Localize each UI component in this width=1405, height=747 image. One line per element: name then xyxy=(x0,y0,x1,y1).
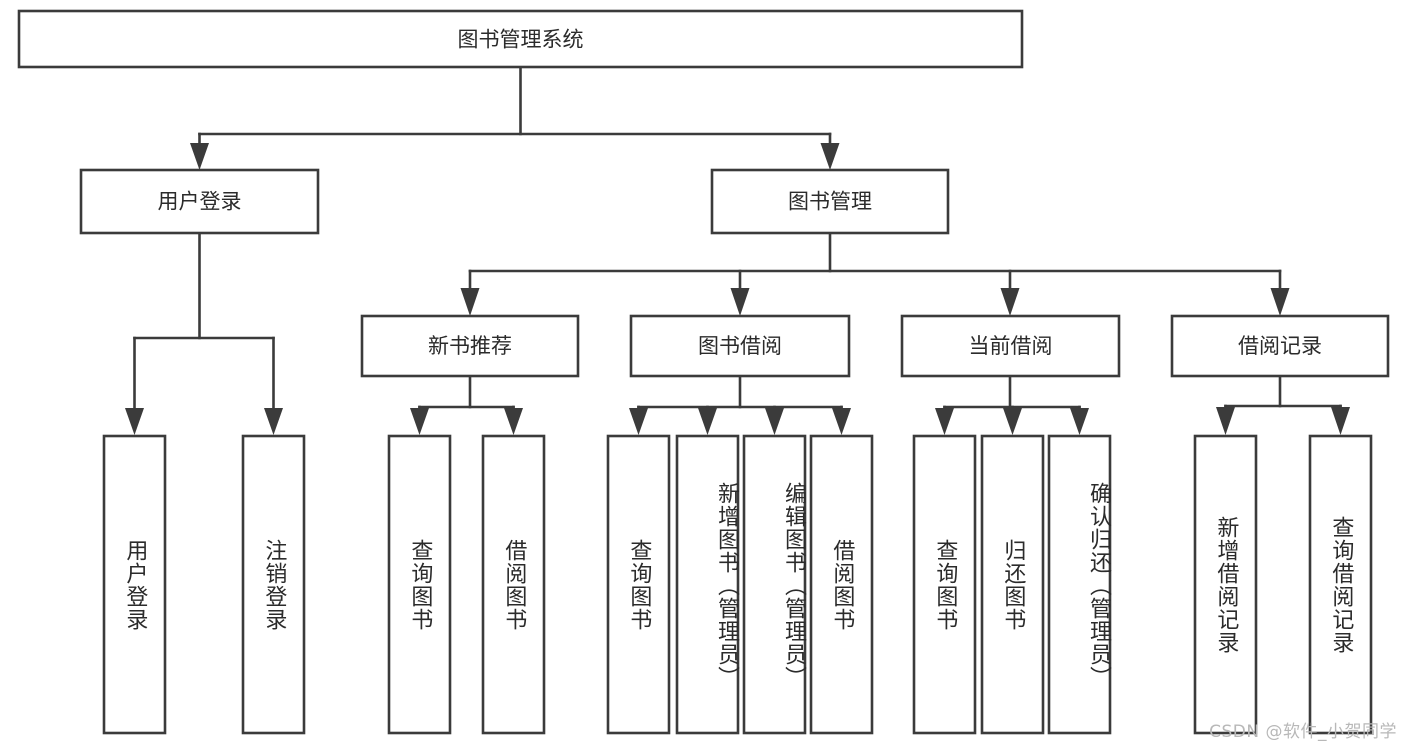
arrowhead-leaf-queryrecord xyxy=(1331,407,1350,435)
node-root-label: 图书管理系统 xyxy=(458,28,584,52)
node-root[interactable]: 图书管理系统 xyxy=(17,9,1024,69)
node-new-book-rec-label: 新书推荐 xyxy=(428,334,512,358)
arrowhead-leaf-confirm-return xyxy=(1070,408,1089,435)
arrowhead-book-manage xyxy=(820,143,840,170)
node-leaf-query-book-3-rect[interactable] xyxy=(912,434,977,735)
node-user-login-rect[interactable] xyxy=(79,168,320,235)
arrowhead-leaf-borrow-2 xyxy=(832,408,851,435)
connector-userlogin-to-leaves xyxy=(125,231,283,435)
node-leaf-borrow-book-2-rect[interactable] xyxy=(809,434,874,735)
connector-currentborrow-to-leaves xyxy=(935,374,1089,435)
arrowhead-leaf-borrow-1 xyxy=(504,408,523,435)
node-new-book-rec[interactable]: 新书推荐 xyxy=(360,314,580,378)
node-user-login-label: 用户登录 xyxy=(158,190,242,214)
node-user-login[interactable]: 用户登录 xyxy=(79,168,320,235)
arrowhead-leaf-userlogin xyxy=(125,408,144,435)
arrowhead-borrowrecord xyxy=(1270,288,1290,316)
arrowhead-leaf-addrecord xyxy=(1216,407,1235,435)
node-book-manage-rect[interactable] xyxy=(710,168,950,235)
node-leaf-query-book-1-rect[interactable] xyxy=(387,434,452,735)
node-leaf-edit-book-rect[interactable] xyxy=(742,434,807,735)
arrowhead-newbook xyxy=(460,288,480,316)
node-book-borrow-label: 图书借阅 xyxy=(698,334,782,358)
node-leaf-query-book-2-rect[interactable] xyxy=(606,434,671,735)
leaf-rects xyxy=(102,434,1373,735)
node-book-borrow[interactable]: 图书借阅 xyxy=(629,314,851,378)
node-leaf-query-record-rect[interactable] xyxy=(1308,434,1373,735)
node-book-manage-label: 图书管理 xyxy=(788,190,872,214)
arrowhead-leaf-logout xyxy=(264,408,283,435)
connector-newbook-to-leaves xyxy=(410,374,523,435)
arrowhead-leaf-editbook xyxy=(765,408,784,435)
node-borrow-record-rect[interactable] xyxy=(1170,314,1390,378)
node-root-rect[interactable] xyxy=(17,9,1024,69)
node-leaf-confirm-return-rect[interactable] xyxy=(1047,434,1112,735)
arrowhead-leaf-return xyxy=(1003,408,1022,435)
connector-root-to-level2 xyxy=(190,65,840,170)
node-leaf-add-book-rect[interactable] xyxy=(675,434,740,735)
node-borrow-record-label: 借阅记录 xyxy=(1238,334,1322,358)
connector-bookborrow-to-leaves xyxy=(629,374,851,435)
arrowhead-user-login xyxy=(190,143,209,170)
csdn-watermark: CSDN @软件_小贺同学 xyxy=(1209,722,1397,742)
node-book-manage[interactable]: 图书管理 xyxy=(710,168,950,235)
arrowhead-leaf-addbook xyxy=(698,408,717,435)
node-leaf-add-record-rect[interactable] xyxy=(1193,434,1258,735)
arrowhead-leaf-query-1 xyxy=(410,408,429,435)
node-leaf-logout-rect[interactable] xyxy=(241,434,306,735)
arrowhead-currentborrow xyxy=(1000,288,1020,316)
node-new-book-rec-rect[interactable] xyxy=(360,314,580,378)
node-leaf-user-login-rect[interactable] xyxy=(102,434,167,735)
node-current-borrow-rect[interactable] xyxy=(900,314,1121,378)
node-book-borrow-rect[interactable] xyxy=(629,314,851,378)
node-leaf-return-book-rect[interactable] xyxy=(980,434,1045,735)
arrowhead-bookborrow xyxy=(730,288,750,316)
node-current-borrow-label: 当前借阅 xyxy=(969,334,1053,358)
node-leaf-borrow-book-1-rect[interactable] xyxy=(481,434,546,735)
arrowhead-leaf-query-3 xyxy=(935,408,954,435)
arrowhead-leaf-query-2 xyxy=(629,408,648,435)
node-current-borrow[interactable]: 当前借阅 xyxy=(900,314,1121,378)
node-borrow-record[interactable]: 借阅记录 xyxy=(1170,314,1390,378)
connector-bookmanage-to-level3 xyxy=(460,231,1290,316)
connector-borrowrecord-to-leaves xyxy=(1216,374,1350,435)
